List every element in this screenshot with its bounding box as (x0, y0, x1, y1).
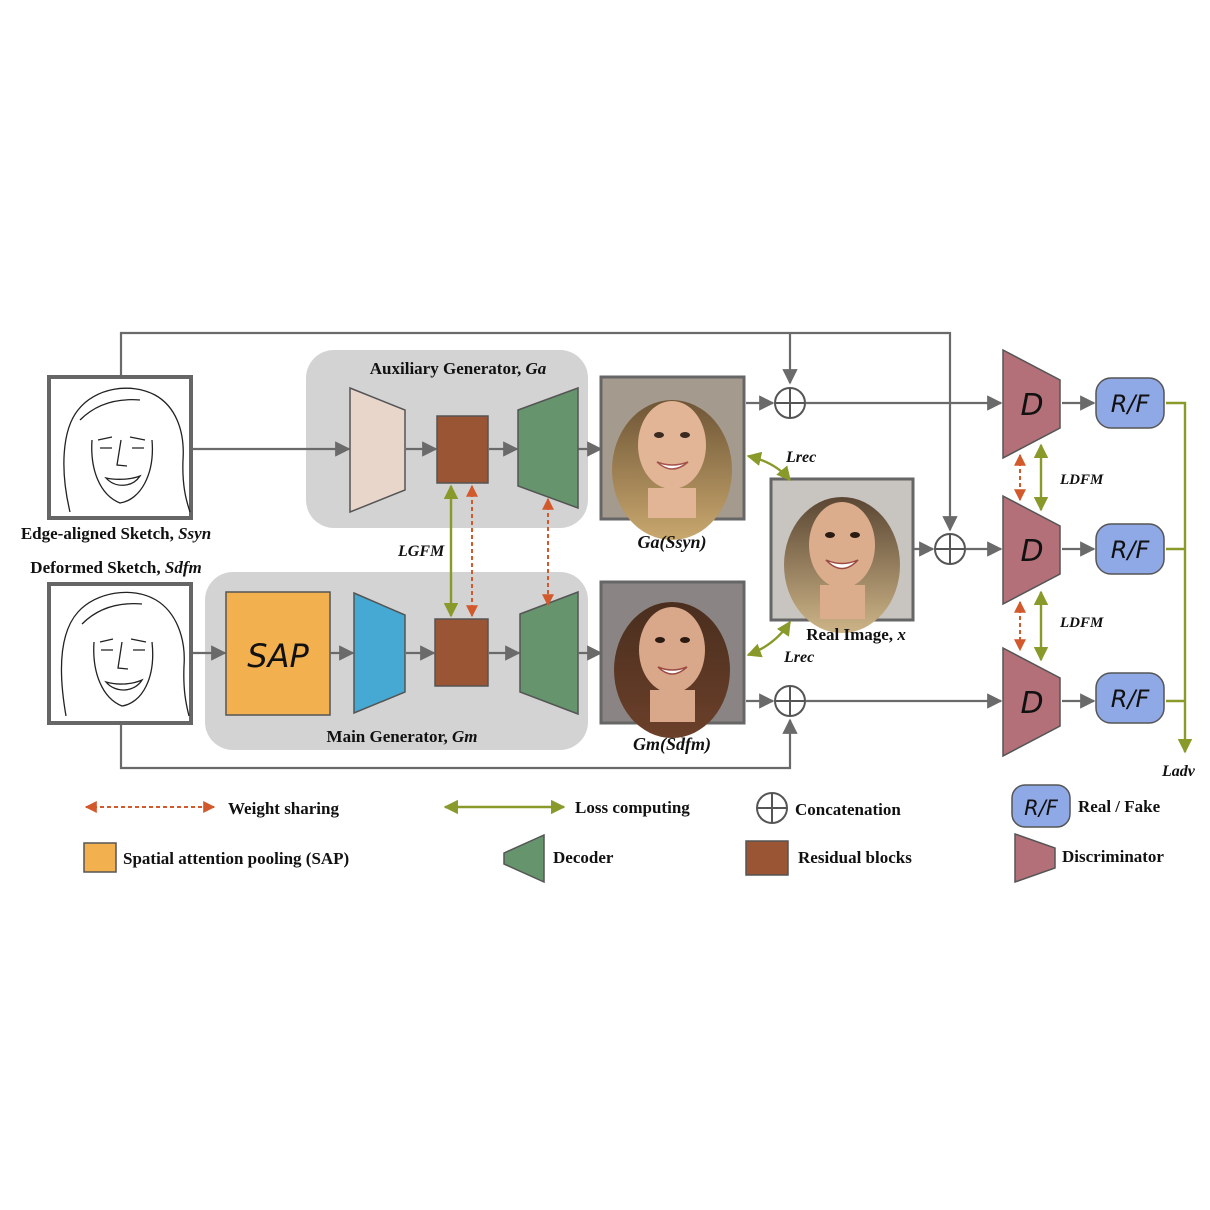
concat-middle (934, 533, 966, 565)
main-generator-title: Main Generator, Gm (327, 727, 478, 746)
legend-decoder-label: Decoder (553, 848, 614, 867)
legend-discriminator-icon (1014, 832, 1056, 884)
legend-residual-icon (745, 840, 789, 876)
legend-sap-icon (83, 842, 117, 873)
legend-decoder-icon (503, 833, 545, 884)
top-bypass-line (119, 331, 958, 532)
sketch-face-icon (60, 591, 190, 717)
legend-discriminator-label: Discriminator (1062, 847, 1164, 866)
main-encoder (353, 591, 406, 715)
sketch-face-icon (63, 387, 191, 513)
deformed-sketch (47, 582, 193, 725)
rf-box-3 (1095, 672, 1165, 724)
edge-aligned-sketch (47, 375, 193, 520)
edge-sketch-label: Edge-aligned Sketch, Ssyn (21, 524, 211, 543)
sap-block (225, 591, 331, 716)
legend-sap-label: Spatial attention pooling (SAP) (123, 849, 349, 868)
legend-rf-icon (1011, 784, 1071, 828)
legend-residual-label: Residual blocks (798, 848, 912, 867)
bottom-bypass-line (119, 718, 798, 770)
rf-label-2: R/F (1111, 536, 1151, 564)
legend-weight-sharing-label: Weight sharing (228, 799, 339, 818)
legend-rf-symbol: R/F (1024, 796, 1059, 820)
legend: Weight sharing Loss computing Concatenat… (83, 784, 1164, 884)
legend-loss-computing-label: Loss computing (575, 798, 690, 817)
rf-box-2 (1095, 523, 1165, 575)
rf-label-3: R/F (1111, 685, 1151, 713)
d2-label: D (1020, 534, 1043, 569)
main-decoder (519, 590, 579, 716)
l-adv-label: Ladv (1161, 763, 1196, 780)
discriminator-2 (1002, 494, 1061, 606)
l-dfm-bottom-label: LDFM (1059, 615, 1104, 631)
legend-concat-icon (756, 792, 788, 824)
concat-top (774, 387, 806, 419)
adv-loss-line (1166, 401, 1193, 754)
d3-label: D (1020, 686, 1043, 721)
gm-output-label: Gm(Sdfm) (633, 734, 711, 755)
l-rec-top-label: Lrec (785, 449, 816, 466)
rf-box-1 (1095, 377, 1165, 429)
discriminator-1 (1002, 348, 1061, 460)
deformed-sketch-label: Deformed Sketch, Sdfm (30, 558, 201, 577)
concat-bottom (774, 685, 806, 717)
discriminator-3 (1002, 646, 1061, 758)
aux-decoder (517, 386, 579, 510)
legend-rf-label: Real / Fake (1078, 797, 1161, 816)
gm-output-image (599, 580, 746, 738)
d1-label: D (1020, 388, 1043, 423)
sap-label: SAP (247, 637, 309, 675)
ga-output-label: Ga(Ssyn) (637, 532, 706, 553)
real-image (769, 477, 915, 633)
aux-generator-title: Auxiliary Generator, Ga (370, 359, 547, 378)
l-rec-bottom-label: Lrec (783, 649, 814, 666)
legend-concat-label: Concatenation (795, 800, 901, 819)
rec-loss-arrow-top (746, 451, 791, 482)
aux-residual-block (436, 415, 489, 484)
real-image-label: Real Image, x (806, 625, 906, 644)
rec-loss-arrow-bottom (746, 620, 792, 658)
ga-output-image (599, 375, 746, 540)
rf-label-1: R/F (1111, 390, 1151, 418)
aux-encoder (349, 386, 406, 514)
l-dfm-top-label: LDFM (1059, 472, 1104, 488)
main-residual-block (434, 618, 489, 687)
l-gfm-label: LGFM (397, 543, 445, 560)
